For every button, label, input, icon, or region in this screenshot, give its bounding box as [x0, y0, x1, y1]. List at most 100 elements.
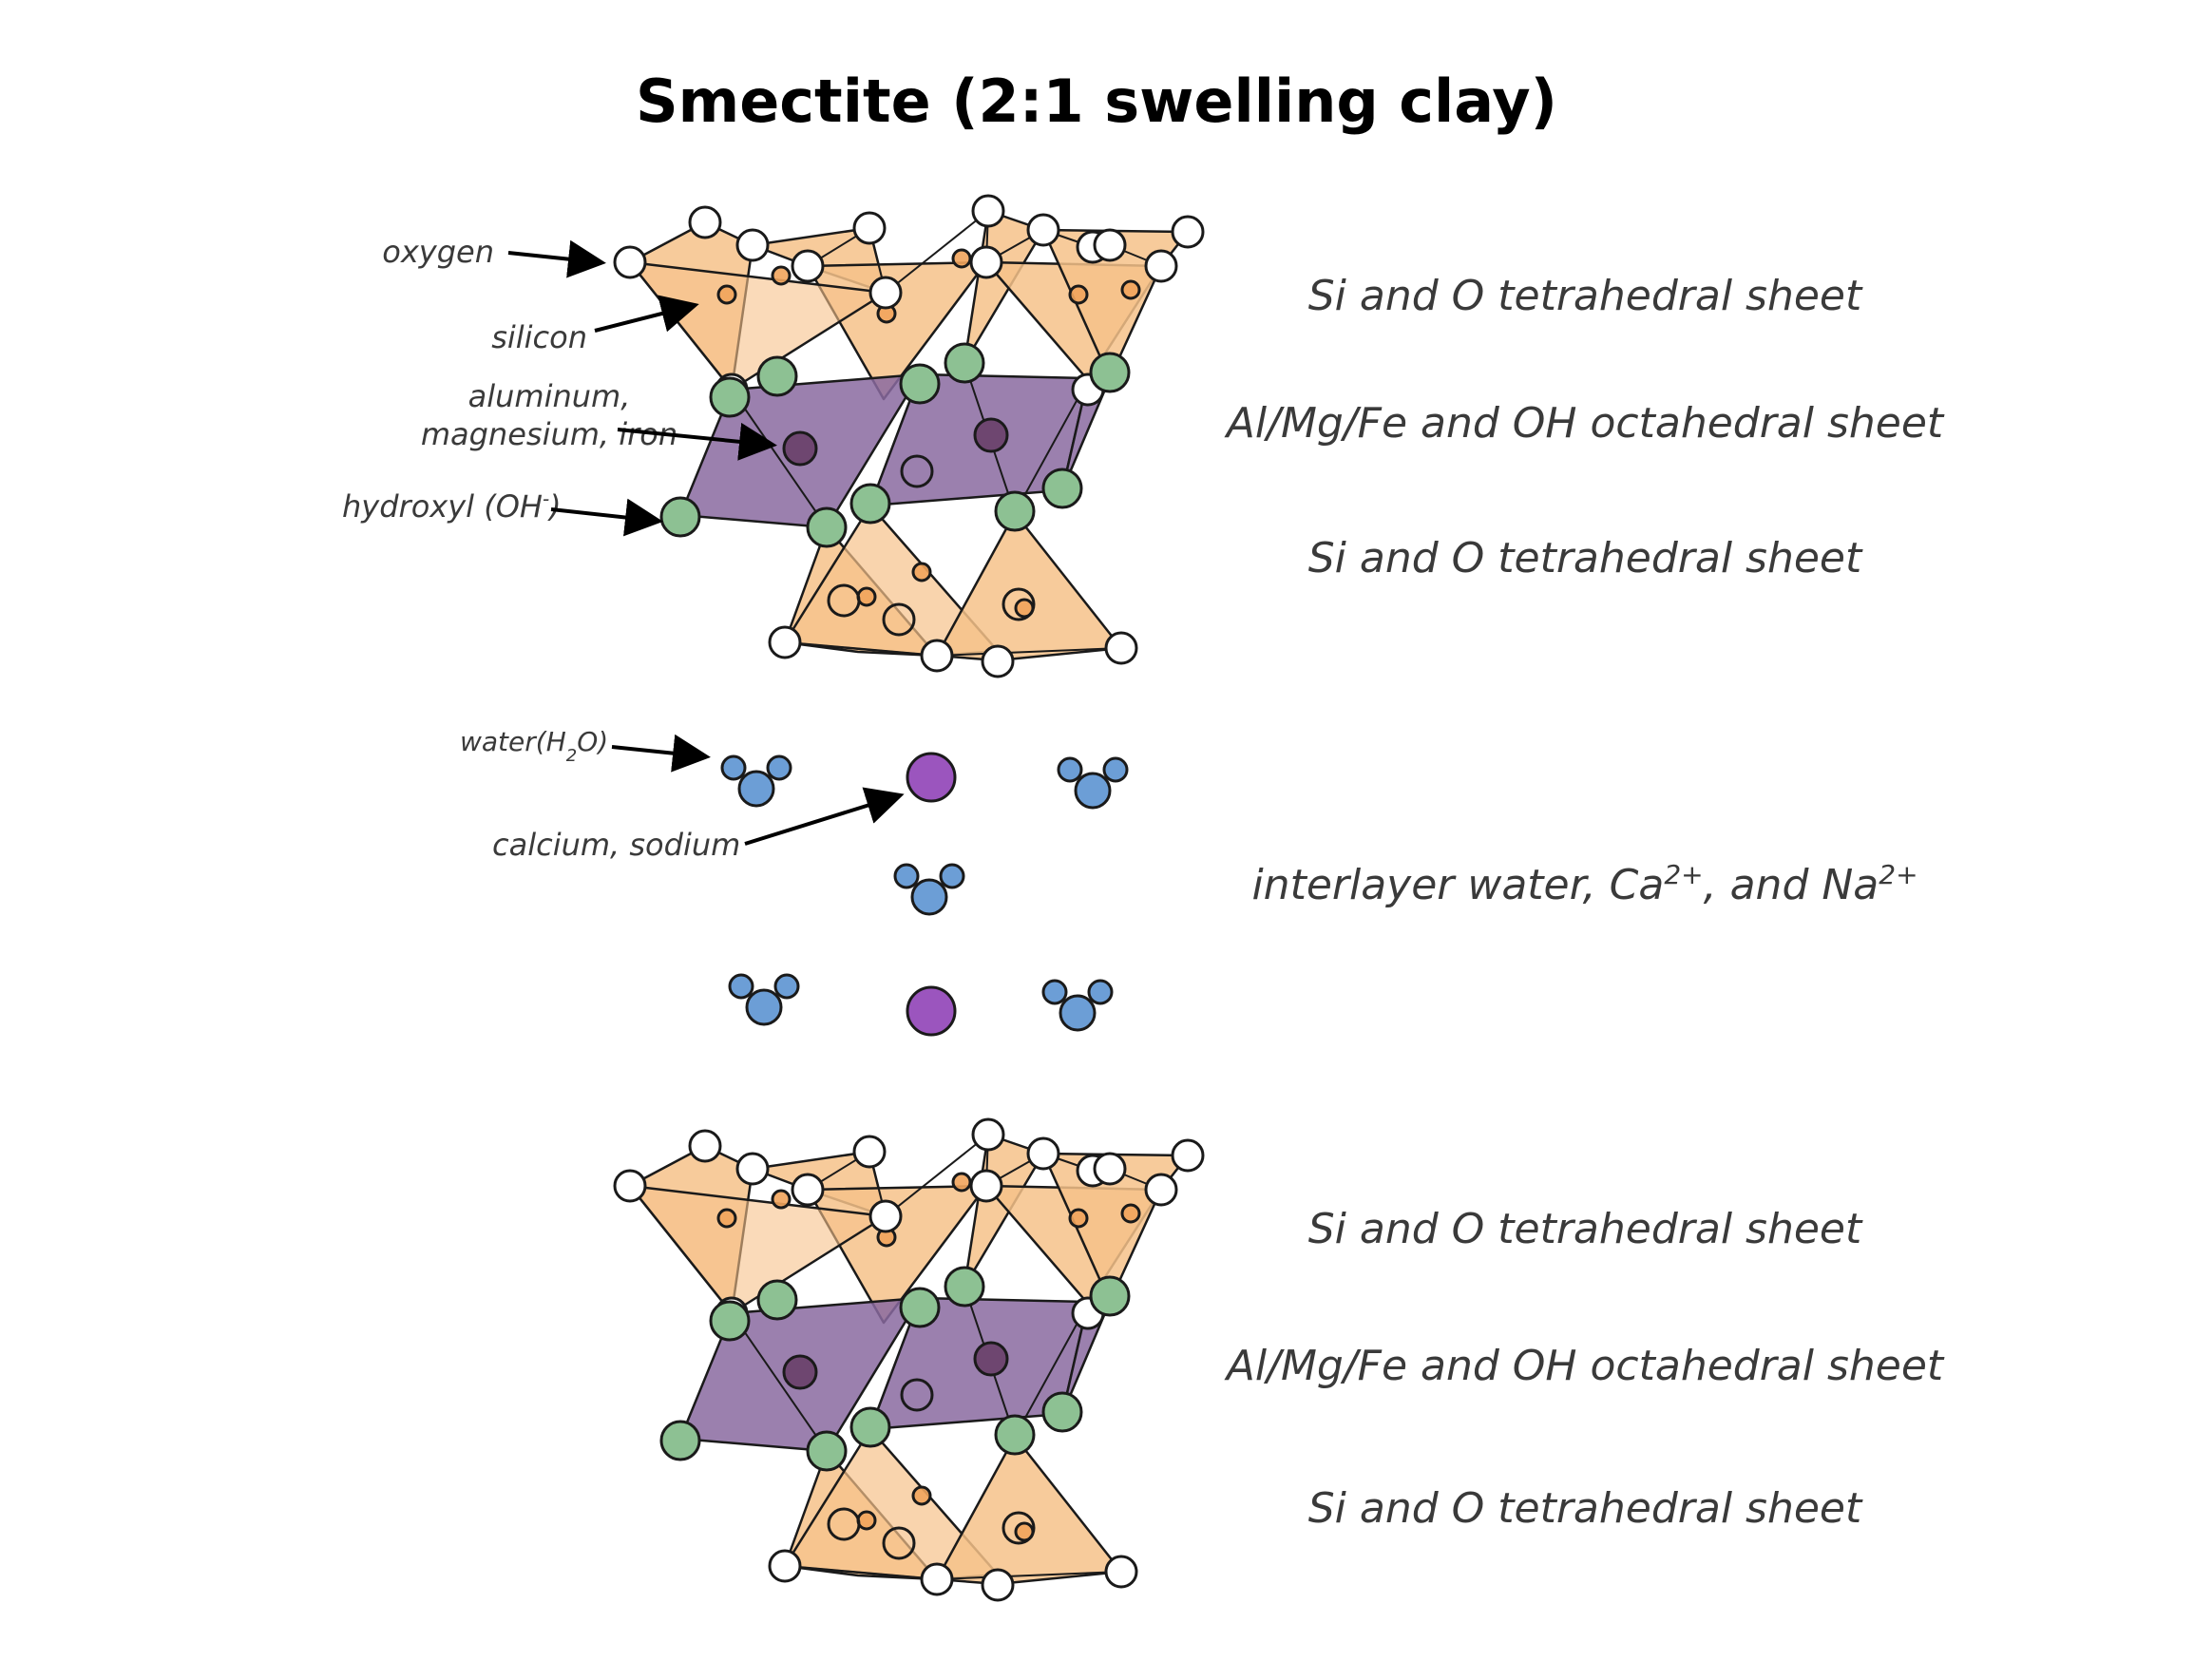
hydroxyl-atom-icon	[756, 355, 798, 397]
hydroxyl-atom-icon	[709, 376, 751, 418]
sheet-label-top-tetrahedral-1: Si and O tetrahedral sheet	[1308, 272, 1863, 320]
oxygen-atom-icon	[920, 639, 954, 673]
hydroxyl-atom-icon	[994, 1414, 1036, 1456]
hydroxyl-atom-icon	[659, 1420, 701, 1461]
label-aluminum-line1: aluminum,	[468, 378, 631, 414]
bond	[1014, 379, 1089, 514]
hydroxyl-atom-icon	[849, 483, 891, 525]
bond	[784, 1565, 938, 1580]
silicon-atom-icon	[856, 586, 877, 607]
oxygen-atom-icon	[1002, 587, 1036, 621]
silicon-atom-icon	[856, 1510, 877, 1531]
aluminum-atom-icon	[900, 454, 934, 488]
clay-layer-top	[613, 194, 1205, 678]
arrow-aluminum	[617, 422, 777, 461]
silicon-atom-icon	[1120, 279, 1141, 300]
hydroxyl-atom-icon	[899, 1287, 941, 1328]
silicon-atom-icon	[716, 1208, 737, 1229]
silicon-atom-icon	[1068, 284, 1089, 305]
sheet-label-top-tetrahedral-2: Si and O tetrahedral sheet	[1308, 534, 1863, 582]
bond	[885, 1134, 989, 1217]
oxygen-atom-icon	[969, 245, 1003, 279]
water-molecule-icon	[728, 973, 754, 1000]
bond	[1014, 1303, 1089, 1438]
bond	[885, 210, 989, 294]
oxygen-atom-icon	[1002, 1511, 1036, 1545]
hydroxyl-atom-icon	[1041, 468, 1083, 509]
bond	[731, 1312, 828, 1452]
oxygen-atom-icon	[735, 228, 770, 262]
oxygen-atom-icon	[1026, 213, 1060, 247]
oxygen-atom-icon	[1171, 215, 1205, 249]
hydroxyl-atom-icon	[1089, 1275, 1131, 1317]
bond	[731, 389, 828, 528]
label-hydroxyl: hydroxyl (OH-)	[342, 487, 562, 525]
hydroxyl-atom-icon	[709, 1300, 751, 1342]
aluminum-atom-icon	[900, 1378, 934, 1412]
hydroxyl-atom-icon	[806, 1430, 848, 1472]
oxygen-atom-icon	[1093, 1152, 1127, 1186]
oxygen-atom-icon	[852, 211, 887, 245]
hydroxyl-atom-icon	[994, 490, 1036, 532]
water-molecule-icon	[1041, 979, 1068, 1005]
sheet-label-bottom-tetrahedral-2: Si and O tetrahedral sheet	[1308, 1484, 1863, 1533]
oxygen-atom-icon	[791, 249, 825, 283]
water-molecule-icon	[1102, 756, 1129, 783]
hydroxyl-atom-icon	[944, 342, 985, 384]
oxygen-atom-icon	[882, 602, 916, 637]
oxygen-atom-icon	[868, 276, 903, 310]
bond	[936, 1571, 1122, 1580]
sheet-label-top-octahedral: Al/Mg/Fe and OH octahedral sheet	[1224, 399, 1945, 448]
hydroxyl-atom-icon	[849, 1406, 891, 1448]
oxygen-atom-icon	[1144, 1173, 1178, 1207]
oxygen-atom-icon	[882, 1526, 916, 1560]
sheet-label-interlayer: interlayer water, Ca2+, and Na2+	[1251, 859, 1917, 910]
oxygen-atom-icon	[969, 1169, 1003, 1203]
silicon-atom-icon	[771, 265, 792, 286]
water-molecule-icon	[766, 754, 792, 781]
oxygen-atom-icon	[868, 1199, 903, 1233]
water-molecule-icon	[893, 863, 920, 889]
water-molecule-icon	[1057, 756, 1083, 783]
cation-atom-icon	[906, 752, 957, 803]
oxygen-atom-icon	[768, 625, 802, 659]
tetrahedron	[628, 1184, 887, 1315]
label-water: water(H2O)	[460, 726, 608, 766]
hydroxyl-atom-icon	[899, 363, 941, 405]
oxygen-atom-icon	[613, 1169, 647, 1203]
interlayer-region	[720, 752, 1129, 1037]
oxygen-atom-icon	[1026, 1136, 1060, 1171]
aluminum-atom-icon	[782, 430, 818, 467]
label-cation: calcium, sodium	[492, 827, 740, 863]
silicon-atom-icon	[1120, 1203, 1141, 1224]
silicon-atom-icon	[716, 284, 737, 305]
aluminum-atom-icon	[973, 1341, 1009, 1377]
hydroxyl-atom-icon	[1089, 352, 1131, 393]
silicon-atom-icon	[951, 1172, 972, 1193]
silicon-atom-icon	[771, 1189, 792, 1210]
oxygen-atom-icon	[1093, 228, 1127, 262]
oxygen-atom-icon	[971, 1117, 1005, 1152]
water-molecule-icon	[737, 770, 775, 808]
sheet-label-bottom-tetrahedral-1: Si and O tetrahedral sheet	[1308, 1205, 1863, 1253]
tetrahedron	[935, 511, 1123, 662]
oxygen-atom-icon	[688, 1129, 722, 1163]
clay-layer-bottom	[613, 1117, 1205, 1602]
arrow-water	[611, 734, 711, 773]
water-molecule-icon	[1087, 979, 1114, 1005]
hydroxyl-atom-icon	[756, 1279, 798, 1321]
oxygen-atom-icon	[981, 1568, 1015, 1602]
diagram-title: Smectite (2:1 swelling clay)	[636, 67, 1557, 136]
oxygen-atom-icon	[791, 1173, 825, 1207]
cation-atom-icon	[906, 985, 957, 1037]
sheet-label-bottom-octahedral: Al/Mg/Fe and OH octahedral sheet	[1224, 1342, 1945, 1390]
hydroxyl-atom-icon	[806, 506, 848, 548]
arrow-oxygen	[507, 239, 606, 278]
silicon-atom-icon	[911, 562, 932, 582]
oxygen-atom-icon	[920, 1562, 954, 1596]
oxygen-atom-icon	[768, 1549, 802, 1583]
oxygen-atom-icon	[1144, 249, 1178, 283]
oxygen-atom-icon	[981, 644, 1015, 678]
aluminum-atom-icon	[973, 417, 1009, 453]
